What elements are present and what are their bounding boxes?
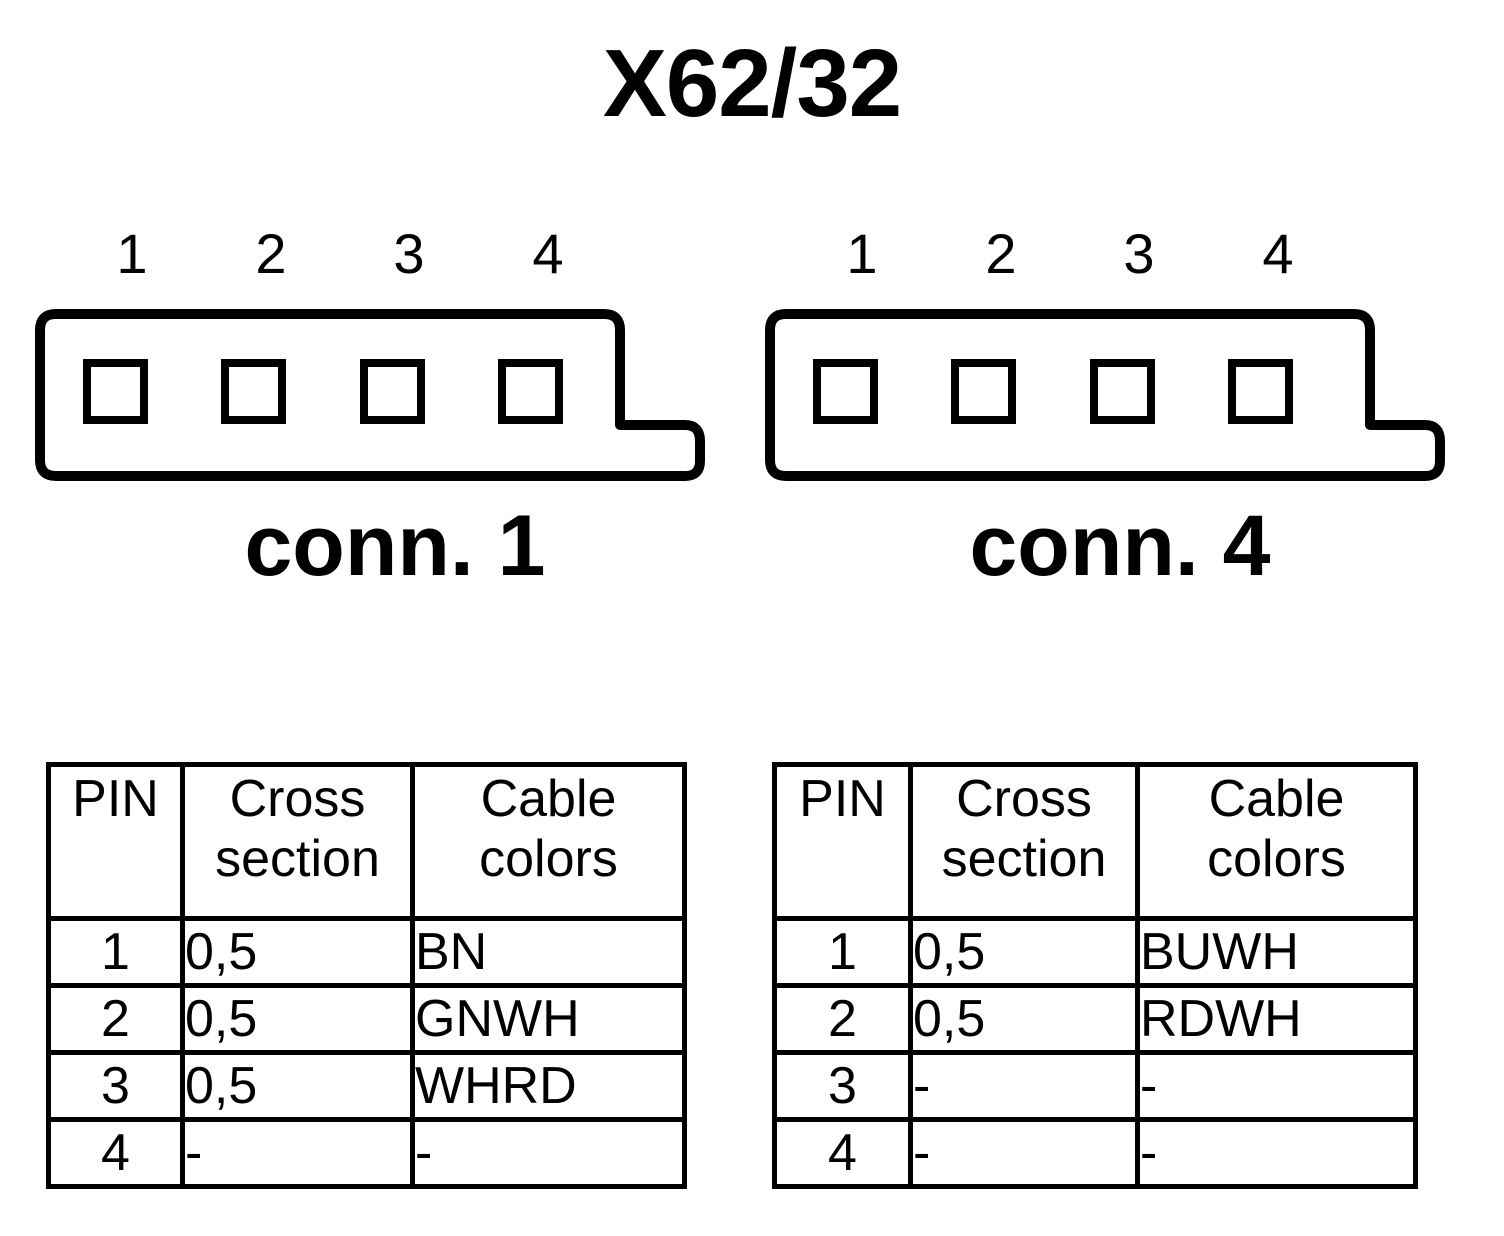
column-header-cable-colors-line1: Cable <box>1208 770 1345 828</box>
pin-number-3: 3 <box>393 222 425 285</box>
cell-pin: 4 <box>46 1117 185 1189</box>
cell-cross-section: - <box>908 1050 1140 1122</box>
column-header-cross-section-line2: section <box>215 830 380 888</box>
cell-cable-colors: BN <box>410 916 687 988</box>
pin-number-1: 1 <box>846 222 878 285</box>
table-row: 4 - - <box>46 1117 687 1189</box>
cell-cross-section: - <box>908 1117 1140 1189</box>
cell-cross-section: 0,5 <box>180 1050 415 1122</box>
cell-cable-colors: - <box>410 1117 687 1189</box>
connector-diagram-4: 1 2 3 4 conn. 4 <box>760 225 1460 625</box>
cell-cross-section: 0,5 <box>180 916 415 988</box>
table-row: 3 0,5 WHRD <box>46 1050 687 1122</box>
table-row: 3 - - <box>772 1050 1418 1122</box>
column-header-pin: PIN <box>772 762 913 921</box>
table-row: 1 0,5 BUWH <box>772 916 1418 988</box>
column-header-cable-colors-line2: colors <box>479 830 618 888</box>
cell-pin: 2 <box>46 983 185 1055</box>
cell-pin: 1 <box>772 916 913 988</box>
table-row: 1 0,5 BN <box>46 916 687 988</box>
cell-pin: 4 <box>772 1117 913 1189</box>
cell-cable-colors: BUWH <box>1135 916 1418 988</box>
cell-cable-colors: RDWH <box>1135 983 1418 1055</box>
table-row: 2 0,5 GNWH <box>46 983 687 1055</box>
cell-cross-section: 0,5 <box>180 983 415 1055</box>
column-header-cable-colors: Cable colors <box>1135 762 1418 921</box>
cell-cross-section: 0,5 <box>908 916 1140 988</box>
page-title: X62/32 <box>602 30 902 137</box>
cell-cable-colors: - <box>1135 1117 1418 1189</box>
column-header-cable-colors-line1: Cable <box>480 770 617 828</box>
column-header-cable-colors-line2: colors <box>1207 830 1346 888</box>
column-header-cross-section: Cross section <box>908 762 1140 921</box>
column-header-cable-colors: Cable colors <box>410 762 687 921</box>
column-header-pin: PIN <box>46 762 185 921</box>
cell-pin: 2 <box>772 983 913 1055</box>
connector-label-1: conn. 1 <box>244 498 546 594</box>
pin-number-4: 4 <box>1262 222 1294 285</box>
pin-table-container-1: PIN Cross section Cable colors 1 0,5 BN … <box>46 762 687 1189</box>
pin-table-1: PIN Cross section Cable colors 1 0,5 BN … <box>46 762 687 1189</box>
pin-number-4: 4 <box>532 222 564 285</box>
table-header-row: PIN Cross section Cable colors <box>772 762 1418 921</box>
pin-number-row-1: 1 2 3 4 <box>30 225 730 287</box>
cell-cross-section: - <box>180 1117 415 1189</box>
pin-number-2: 2 <box>985 222 1017 285</box>
cell-cable-colors: WHRD <box>410 1050 687 1122</box>
pin-number-3: 3 <box>1123 222 1155 285</box>
connector-diagram-1: 1 2 3 4 conn. 1 <box>30 225 730 625</box>
table-row: 2 0,5 RDWH <box>772 983 1418 1055</box>
column-header-cross-section: Cross section <box>180 762 415 921</box>
pin-number-1: 1 <box>116 222 148 285</box>
table-row: 4 - - <box>772 1117 1418 1189</box>
column-header-cross-section-line1: Cross <box>956 770 1092 828</box>
pin-number-row-4: 1 2 3 4 <box>760 225 1460 287</box>
cell-pin: 3 <box>46 1050 185 1122</box>
pin-table-container-4: PIN Cross section Cable colors 1 0,5 BUW… <box>772 762 1418 1189</box>
pin-table-4: PIN Cross section Cable colors 1 0,5 BUW… <box>772 762 1418 1189</box>
cell-pin: 3 <box>772 1050 913 1122</box>
cell-cable-colors: - <box>1135 1050 1418 1122</box>
column-header-cross-section-line1: Cross <box>229 770 366 828</box>
cell-pin: 1 <box>46 916 185 988</box>
connector-housing-outline-4 <box>760 305 1450 485</box>
cell-cross-section: 0,5 <box>908 983 1140 1055</box>
column-header-cross-section-line2: section <box>941 830 1107 888</box>
table-header-row: PIN Cross section Cable colors <box>46 762 687 921</box>
cell-cable-colors: GNWH <box>410 983 687 1055</box>
connector-label-4: conn. 4 <box>969 498 1271 594</box>
pin-number-2: 2 <box>255 222 287 285</box>
connector-housing-outline-1 <box>30 305 720 485</box>
